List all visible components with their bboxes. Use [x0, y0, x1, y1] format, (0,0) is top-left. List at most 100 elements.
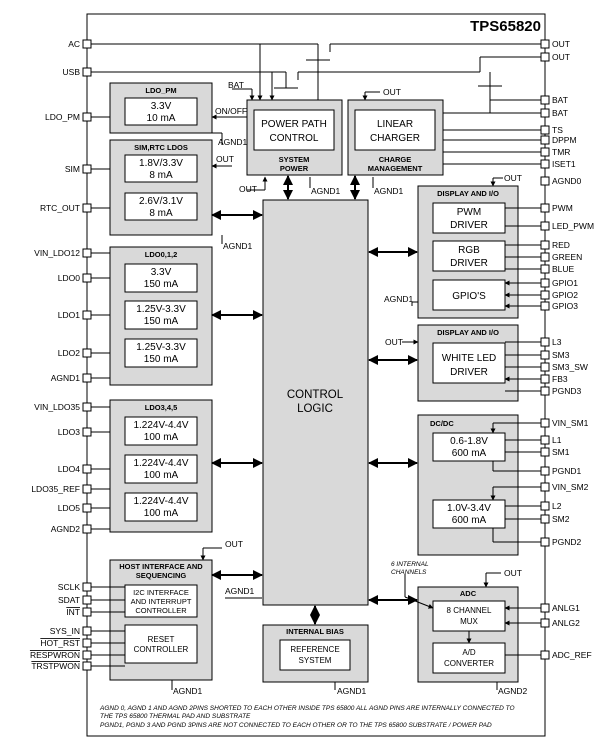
pin-sdat: SDAT: [58, 595, 92, 605]
pin-ts: TS: [540, 125, 563, 135]
ldo012-block: LDO0,1,2 3.3V 150 mA 1.25V-3.3V 150 mA 1…: [91, 246, 213, 386]
pin-label: TS: [552, 125, 563, 135]
ldo5-current: 100 mA: [144, 508, 179, 519]
pin-rtc-out: RTC_OUT: [40, 203, 92, 213]
pin-sm3-sw: SM3_SW: [540, 362, 588, 372]
i2c-label-1: I2C INTERFACE: [133, 588, 189, 597]
pin-pad: [540, 350, 550, 360]
charge-management-label-2: MANAGEMENT: [368, 164, 423, 173]
pin-label: GPIO1: [552, 278, 578, 288]
pin-led-pwm: LED_PWM: [540, 221, 594, 231]
pin-ldo3: LDO3: [58, 427, 92, 437]
pin-agnd2: AGND2: [51, 524, 92, 534]
pin-ldo2: LDO2: [58, 348, 92, 358]
ldo2-current: 150 mA: [144, 354, 179, 365]
pin-vin-ldo35: VIN_LDO35: [34, 402, 92, 412]
pin-pad: [82, 39, 92, 49]
pin-hot-rst: HOT_RST: [40, 638, 92, 648]
pin-pad: [540, 537, 550, 547]
pin-ldo1: LDO1: [58, 310, 92, 320]
pin-pad: [540, 252, 550, 262]
pin-label: BAT: [552, 95, 568, 105]
pin-label: SM3: [552, 350, 570, 360]
pin-ldo-pm: LDO_PM: [45, 112, 92, 122]
pin-label: LDO1: [58, 310, 80, 320]
pin-adc-ref: ADC_REF: [540, 650, 592, 660]
pin-label: LDO5: [58, 503, 80, 513]
sim-ldo-current: 8 mA: [149, 170, 173, 181]
pin-label: FB3: [552, 374, 568, 384]
pin-label: LDO_PM: [45, 112, 80, 122]
ldo-pm-voltage: 3.3V: [151, 101, 172, 112]
white-led-2: DRIVER: [450, 367, 488, 378]
pin-pad: [540, 264, 550, 274]
pin-out1: OUT: [540, 39, 570, 49]
pin-sm2: SM2: [540, 514, 570, 524]
pin-label: INT: [66, 607, 80, 617]
pin-label: RED: [552, 240, 570, 250]
charger-agnd: AGND1: [374, 186, 404, 196]
host-title-1: HOST INTERFACE AND: [119, 562, 203, 571]
pin-gpio2: GPIO2: [540, 290, 578, 300]
pin-label: PWM: [552, 203, 573, 213]
pin-label: OUT: [552, 52, 570, 62]
ldo-pm-title: LDO_PM: [145, 86, 176, 95]
reset-label-1: RESET: [148, 635, 175, 644]
pin-green: GREEN: [540, 252, 582, 262]
pin-label: TRSTPWON: [31, 661, 80, 671]
charge-management-label-1: CHARGE: [379, 155, 412, 164]
pin-pad: [540, 603, 550, 613]
dcdc2-current: 600 mA: [452, 515, 487, 526]
pin-pad: [82, 164, 92, 174]
pin-pad: [82, 427, 92, 437]
bias-agnd: AGND1: [337, 686, 367, 696]
pin-out2: OUT: [540, 52, 570, 62]
pin-label: TMR: [552, 147, 570, 157]
pin-pad: [82, 484, 92, 494]
dcdc1-current: 600 mA: [452, 448, 487, 459]
pin-label: OUT: [552, 39, 570, 49]
pin-ldo35-ref: LDO35_REF: [31, 484, 92, 494]
pin-pad: [82, 661, 92, 671]
pin-pad: [540, 52, 550, 62]
pin-label: SIM: [65, 164, 80, 174]
pin-usb: USB: [63, 67, 92, 77]
display2-out: OUT: [385, 337, 403, 347]
system-power-label-1: SYSTEM: [279, 155, 310, 164]
pin-label: ISET1: [552, 159, 576, 169]
pin-pad: [540, 501, 550, 511]
display1-agnd: AGND1: [384, 294, 414, 304]
ldo0-current: 150 mA: [144, 279, 179, 290]
pin-pad: [82, 402, 92, 412]
display2-title: DISPLAY AND I/O: [437, 328, 499, 337]
pin-pad: [82, 203, 92, 213]
pin-label: VIN_LDO35: [34, 402, 80, 412]
pin-pad: [540, 39, 550, 49]
pin-label: LDO35_REF: [31, 484, 80, 494]
display-io-1-block: DISPLAY AND I/O PWM DRIVER RGB DRIVER GP…: [384, 173, 541, 319]
rgb-driver-1: RGB: [458, 245, 480, 256]
adc-title: ADC: [460, 589, 477, 598]
pin-pad: [540, 418, 550, 428]
rtc-ldo-voltage: 2.6V/3.1V: [139, 196, 183, 207]
control-logic-label-2: LOGIC: [297, 403, 333, 415]
sim-rtc-agnd: AGND1: [223, 241, 253, 251]
pin-label: SCLK: [58, 582, 81, 592]
pin-ldo5: LDO5: [58, 503, 92, 513]
linear-charger-block: LINEAR CHARGER CHARGE MANAGEMENT OUT AGN…: [347, 87, 541, 196]
control-logic-label-1: CONTROL: [287, 389, 344, 401]
dcdc-block: DC/DC 0.6-1.8V 600 mA 1.0V-3.4V 600 mA: [417, 414, 541, 556]
system-power-label-2: POWER: [280, 164, 309, 173]
pin-label: VIN_SM1: [552, 418, 589, 428]
ldo4-current: 100 mA: [144, 470, 179, 481]
host-title-2: SEQUENCING: [136, 571, 187, 580]
ldo345-title: LDO3,4,5: [145, 403, 178, 412]
display1-title: DISPLAY AND I/O: [437, 189, 499, 198]
pin-label: GPIO3: [552, 301, 578, 311]
bias-label-2: SYSTEM: [299, 656, 332, 665]
pin-pad: [82, 273, 92, 283]
pin-label: L2: [552, 501, 562, 511]
pin-ac: AC: [68, 39, 92, 49]
charger-label-1: LINEAR: [377, 119, 413, 130]
host-agnd-2: AGND1: [225, 586, 255, 596]
